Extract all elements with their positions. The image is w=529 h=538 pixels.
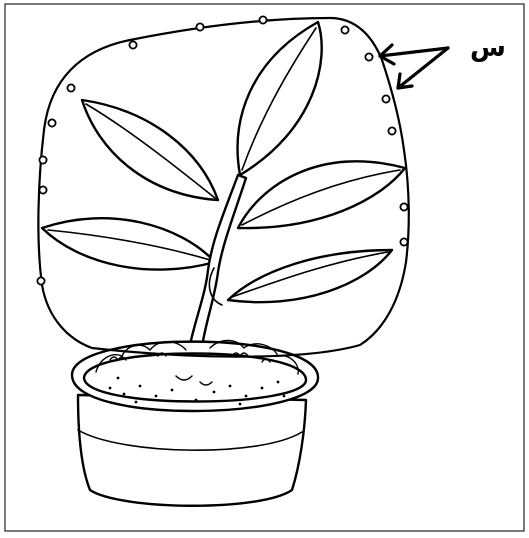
- bag-hole: [39, 156, 46, 163]
- bag-hole: [400, 238, 407, 245]
- label-s: س: [470, 33, 506, 63]
- bag-hole: [37, 277, 44, 284]
- plant-leaf: [238, 161, 405, 228]
- bag-hole: [196, 23, 203, 30]
- plant: [42, 22, 405, 372]
- bag-hole: [388, 127, 395, 134]
- bag-hole: [259, 16, 266, 23]
- bag-hole: [382, 95, 389, 102]
- bag-hole: [48, 119, 55, 126]
- plant-leaf: [42, 218, 215, 269]
- bag-hole: [129, 41, 136, 48]
- bag-hole: [341, 26, 348, 33]
- pointer-arrow: [380, 45, 448, 88]
- bag-hole: [67, 84, 74, 91]
- plant-leaf: [238, 22, 322, 175]
- bag-hole: [400, 203, 407, 210]
- bag-hole: [39, 186, 46, 193]
- flower-pot: [72, 342, 318, 506]
- bag-hole: [365, 53, 372, 60]
- plant-leaf: [228, 250, 392, 302]
- plant-leaf: [82, 100, 218, 200]
